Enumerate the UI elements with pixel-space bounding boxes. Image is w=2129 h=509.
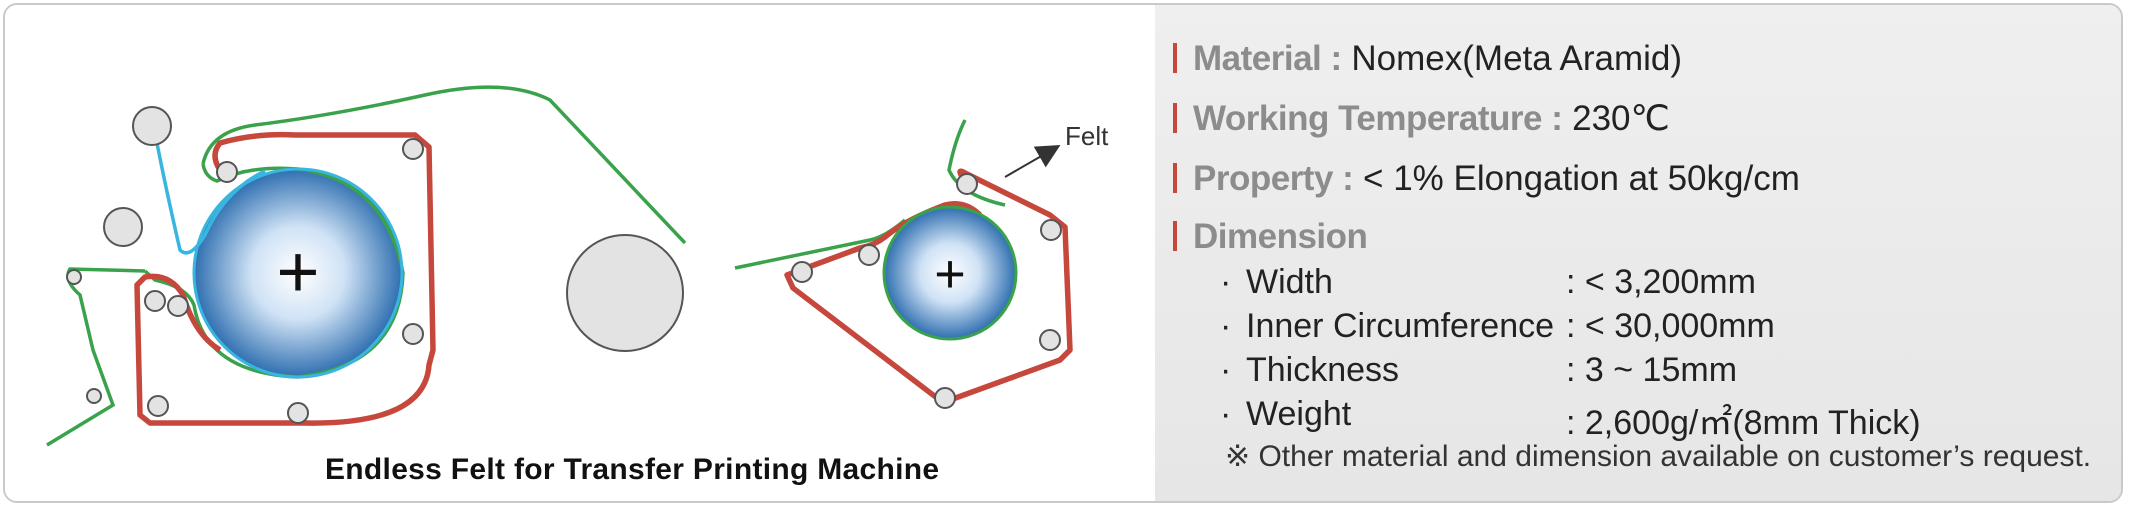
spec-panel: Material : Nomex(Meta Aramid) Working Te… — [1155, 5, 2121, 501]
machine-1: + — [46, 85, 687, 447]
dimension-value: : < 30,000mm — [1566, 307, 1775, 345]
roller — [791, 261, 813, 283]
dimension-value: : 3 ~ 15mm — [1566, 351, 1738, 389]
diagram-caption: Endless Felt for Transfer Printing Machi… — [325, 453, 940, 486]
spec-bullet-bar — [1173, 43, 1177, 73]
diagram-panel: + + — [5, 5, 1155, 501]
roller — [956, 173, 978, 195]
spec-property-label: Property : — [1193, 159, 1354, 198]
spec-temperature-value: 230℃ — [1572, 99, 1670, 138]
dimension-name: Weight — [1246, 395, 1352, 433]
availability-note: ※ Other material and dimension available… — [1225, 440, 2092, 473]
spec-material-label: Material : — [1193, 39, 1342, 78]
drum-1-outline — [192, 167, 404, 379]
spec-dimension: Dimension — [1173, 217, 1368, 257]
spec-card: + + — [3, 3, 2123, 503]
dimension-row-thickness: · Thickness : 3 ~ 15mm — [1220, 351, 1737, 390]
roller — [402, 138, 424, 160]
dimension-name: Width — [1246, 263, 1333, 301]
spec-bullet-bar — [1173, 163, 1177, 193]
dimension-value: : 2,600g/㎡(8mm Thick) — [1566, 404, 1921, 442]
roller — [147, 395, 169, 417]
roller — [934, 387, 956, 409]
transfer-printing-diagram: + + — [46, 85, 1109, 447]
dimension-value: : < 3,200mm — [1566, 263, 1756, 301]
spec-material-value: Nomex(Meta Aramid) — [1351, 39, 1683, 78]
blanket-loop-2 — [784, 168, 1073, 403]
dimension-bullet: · — [1220, 351, 1232, 389]
spec-dimension-label: Dimension — [1193, 217, 1368, 256]
paper-path-1 — [153, 132, 266, 255]
felt-pointer-arrow — [1004, 145, 1061, 178]
roller — [167, 295, 189, 317]
roller — [287, 402, 309, 424]
dimension-row-width: · Width : < 3,200mm — [1220, 263, 1756, 302]
spec-temperature: Working Temperature : 230℃ — [1173, 99, 1670, 139]
roller — [66, 269, 82, 285]
drum-2-outline — [882, 205, 1018, 341]
blanket-loop-1 — [134, 131, 436, 426]
spec-property: Property : < 1% Elongation at 50kg/cm — [1173, 159, 1800, 199]
dimension-row-inner-circumference: · Inner Circumference : < 30,000mm — [1220, 307, 1775, 346]
roller — [858, 244, 880, 266]
roller — [103, 207, 143, 247]
dimension-bullet: · — [1220, 263, 1232, 301]
roller — [402, 323, 424, 345]
spec-material: Material : Nomex(Meta Aramid) — [1173, 39, 1683, 79]
dimension-bullet: · — [1220, 395, 1232, 433]
drum-1-plus: + — [276, 230, 319, 313]
dimension-row-weight: · Weight : 2,600g/㎡(8mm Thick) — [1220, 395, 1921, 442]
dimension-name: Inner Circumference — [1246, 307, 1555, 345]
roller — [1039, 329, 1061, 351]
roller — [216, 161, 238, 183]
roller — [144, 290, 166, 312]
roller — [1040, 219, 1062, 241]
drum-2-plus: + — [934, 244, 966, 304]
felt-label: Felt — [1065, 121, 1109, 151]
roller — [132, 106, 172, 146]
dimension-name: Thickness — [1246, 351, 1400, 389]
spec-bullet-bar — [1173, 221, 1177, 251]
spec-temperature-label: Working Temperature : — [1193, 99, 1563, 138]
take-up-roll — [566, 234, 684, 352]
machine-2: + Felt — [734, 119, 1109, 409]
spec-property-value: < 1% Elongation at 50kg/cm — [1363, 159, 1800, 198]
dimension-bullet: · — [1220, 307, 1232, 345]
roller — [86, 388, 102, 404]
spec-bullet-bar — [1173, 103, 1177, 133]
